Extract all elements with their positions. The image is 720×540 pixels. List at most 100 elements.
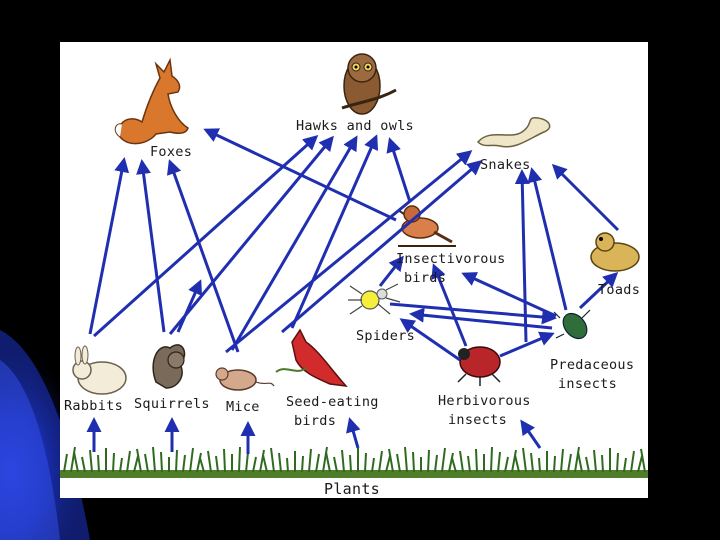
grass-blade — [505, 457, 508, 472]
arrow-predaceous-snakes — [532, 170, 566, 310]
arrow-rabbits-foxes — [90, 160, 124, 334]
label-rabbits: Rabbits — [64, 398, 123, 414]
grass-blade — [452, 458, 456, 472]
grass-blade — [491, 447, 492, 472]
grass-blade — [578, 452, 582, 472]
label-insectivorous-birds-line2: birds — [404, 270, 446, 286]
grass-blade — [428, 450, 429, 472]
grass-icon — [60, 447, 648, 478]
grass-blade — [397, 454, 400, 472]
arrow-mice-hawks — [232, 138, 356, 350]
food-web-slide: Hawks and owls Foxes Snakes Insectivorou… — [60, 42, 648, 498]
grass-blade — [263, 455, 267, 472]
grass-blade — [90, 450, 92, 472]
grass-blade — [586, 457, 589, 472]
mouse-icon — [216, 368, 274, 390]
grass-blade — [435, 455, 437, 472]
grass-blade — [176, 450, 177, 472]
rabbit-icon — [73, 346, 126, 394]
grass-blade — [575, 447, 579, 472]
label-spiders: Spiders — [356, 328, 415, 344]
grass-blade — [309, 449, 311, 472]
grass-blade — [460, 451, 463, 472]
arrow-plants-seedbirds — [350, 420, 358, 448]
grass-blade — [127, 451, 130, 472]
label-herbivorous-insects-line1: Herbivorous — [438, 393, 531, 409]
grass-blade — [216, 456, 218, 472]
grass-blade — [153, 447, 155, 472]
label-herbivorous-insects-line2: insects — [448, 412, 507, 428]
label-squirrels: Squirrels — [134, 396, 210, 412]
arrow-rabbits-snakes-cross — [178, 282, 200, 332]
grass-blade — [386, 456, 390, 472]
arrow-spiders-toads-link — [390, 304, 554, 318]
label-insectivorous-birds-line1: Insectivorous — [396, 251, 506, 267]
grass-blade — [568, 454, 571, 472]
grass-blade — [302, 456, 303, 472]
label-mice: Mice — [226, 399, 260, 415]
grass-blade — [246, 452, 248, 472]
toad-icon — [591, 233, 639, 271]
grass-blade — [64, 454, 67, 472]
grass-blade — [287, 458, 288, 472]
spider-icon — [348, 284, 400, 314]
grass-blade — [82, 457, 85, 472]
grass-blade — [279, 453, 281, 472]
grass-blade — [239, 447, 240, 472]
label-predaceous-insects-line1: Predaceous — [550, 357, 634, 373]
grass-blade — [200, 458, 204, 472]
grass-blade — [190, 448, 193, 472]
arrow-predaceous-insectbirds — [464, 274, 556, 316]
squirrel-icon — [153, 345, 184, 388]
label-seed-eating-birds-line2: birds — [294, 413, 336, 429]
grass-blade — [379, 451, 382, 472]
arrow-toads-snakes — [554, 166, 618, 230]
grass-blade — [326, 452, 330, 472]
grass-blade — [372, 458, 374, 472]
grass-blade — [342, 450, 344, 472]
grass-blade — [531, 453, 533, 472]
grass-blade — [253, 457, 256, 472]
grass-blade — [134, 456, 138, 472]
arrow-plants-herbivorous — [522, 422, 540, 448]
food-web-diagram: Hawks and owls Foxes Snakes Insectivorou… — [60, 42, 648, 498]
grass-blade — [594, 450, 596, 472]
grass-blade — [98, 455, 99, 472]
grass-blade — [113, 453, 114, 472]
grass-blade — [602, 455, 603, 472]
grass-blade — [120, 458, 122, 472]
label-hawks-and-owls: Hawks and owls — [296, 118, 414, 134]
grass-blade — [316, 454, 319, 472]
arrow-insectbirds-foxes — [206, 130, 396, 220]
grass-blade — [617, 453, 618, 472]
grass-blade — [515, 455, 519, 472]
grass-blade — [638, 456, 642, 472]
grass-blade — [271, 448, 274, 472]
label-plants: Plants — [324, 480, 380, 498]
grass-blade — [498, 452, 500, 472]
owl-icon — [342, 54, 396, 114]
grass-blade — [208, 451, 211, 472]
cardinal-icon — [276, 330, 346, 386]
grass-blade — [224, 449, 225, 472]
grass-blade — [74, 452, 78, 472]
grass-blade — [561, 449, 563, 472]
grass-blade — [365, 453, 366, 472]
grass-blade — [323, 447, 327, 472]
snake-icon — [478, 118, 550, 147]
grass-blade — [624, 458, 626, 472]
beetle-icon — [458, 347, 500, 386]
grass-blade — [631, 451, 634, 472]
label-seed-eating-birds-line1: Seed-eating — [286, 394, 379, 410]
grass-blade — [468, 456, 470, 472]
grass-blade — [183, 455, 185, 472]
fox-icon — [115, 60, 188, 144]
beetle-icon — [554, 309, 592, 343]
arrow-squirrels-hawks — [170, 138, 332, 334]
grass-blade — [554, 456, 555, 472]
grass-blade — [523, 448, 526, 472]
label-foxes: Foxes — [150, 144, 192, 160]
grass-blade — [161, 452, 162, 472]
arrow-insectbirds-hawks — [390, 140, 410, 202]
grass-blade — [145, 454, 148, 472]
